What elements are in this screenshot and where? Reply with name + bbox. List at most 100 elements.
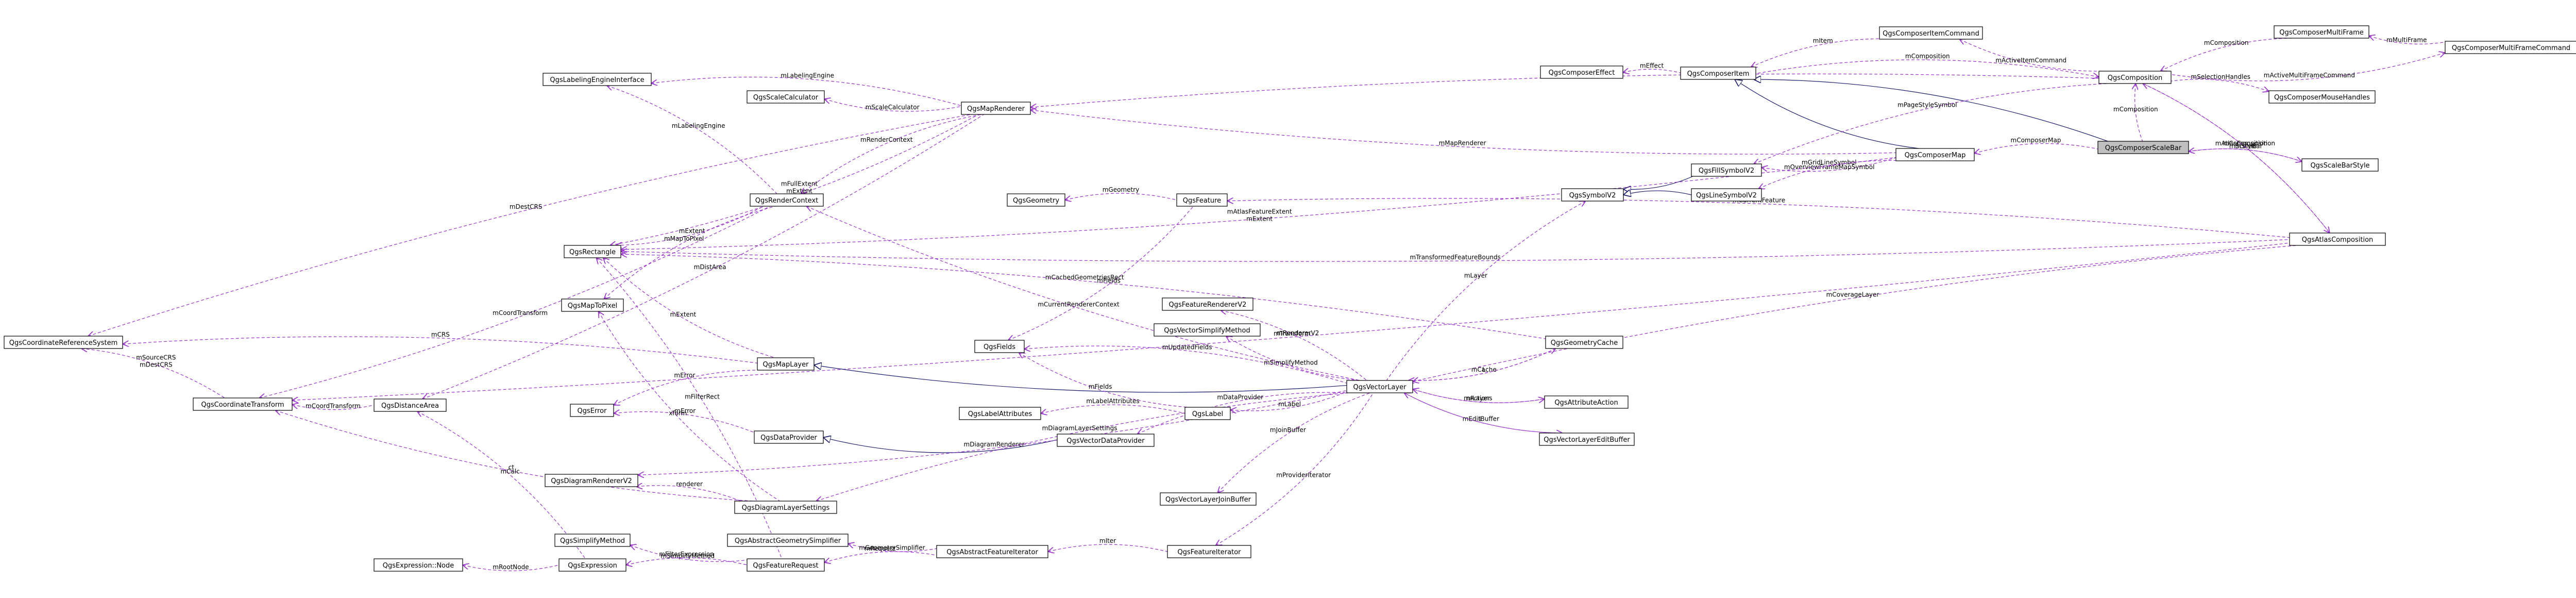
edge-label: mFields <box>1097 277 1121 285</box>
class-box <box>2098 71 2172 84</box>
class-node-abstractiterator[interactable]: QgsAbstractFeatureIterator <box>936 545 1048 558</box>
class-node-vectordataprovider[interactable]: QgsVectorDataProvider <box>1057 434 1155 447</box>
class-node-effect[interactable]: QgsComposerEffect <box>1540 65 1623 79</box>
edge-symbol-to-linesymbol <box>1623 191 1692 195</box>
class-node-maprenderer[interactable]: QgsMapRenderer <box>961 102 1031 115</box>
class-node-vectorsimplifymethod[interactable]: QgsVectorSimplifyMethod <box>1154 323 1261 337</box>
edge-label: mUpdatedFields <box>1162 343 1212 351</box>
class-node-maptopixel[interactable]: QgsMapToPixel <box>561 298 624 312</box>
class-node-mousehandles[interactable]: QgsComposerMouseHandles <box>2268 90 2376 104</box>
edge-composition-to-composeritem: mComposition <box>1755 53 2099 77</box>
edge-multiframecommand-to-composition: mActiveMultiFrameCommand <box>2171 53 2445 81</box>
class-node-composermap[interactable]: QgsComposerMap <box>1895 148 1975 161</box>
class-node-expression[interactable]: QgsExpression <box>558 558 626 572</box>
edge-composition-to-scalebar: mComposition <box>2113 84 2158 142</box>
edge-line <box>1030 110 1896 155</box>
edge-fillsymbol-to-composition: mPageStyleSymbol <box>1754 83 2108 164</box>
class-node-geometry[interactable]: QgsGeometry <box>1007 193 1065 207</box>
class-name: QgsDiagramRendererV2 <box>551 477 632 485</box>
edge-line <box>422 114 984 399</box>
class-node-simplifymethod[interactable]: QgsSimplifyMethod <box>554 534 631 547</box>
class-node-scalecalc[interactable]: QgsScaleCalculator <box>747 90 825 104</box>
class-node-distancearea[interactable]: QgsDistanceArea <box>374 398 447 412</box>
class-name: QgsLabel <box>1192 410 1223 418</box>
edge-feature-to-atlas: mCurrentFeature <box>1227 196 2290 238</box>
class-node-scalebar[interactable]: QgsComposerScaleBar <box>2097 141 2189 154</box>
class-node-scalebarstyle[interactable]: QgsScaleBarStyle <box>2301 158 2379 172</box>
class-node-fields[interactable]: QgsFields <box>974 340 1025 353</box>
class-box <box>1057 434 1155 447</box>
class-node-label[interactable]: QgsLabel <box>1184 407 1231 420</box>
class-node-itemcommand[interactable]: QgsComposerItemCommand <box>1879 26 1983 40</box>
edge-line <box>2171 79 2269 92</box>
edge-label: mActiveMultiFrameCommand <box>2264 72 2355 79</box>
class-node-expressionnode[interactable]: QgsExpression::Node <box>374 558 463 572</box>
edge-label: mJoinBuffer <box>1270 426 1306 434</box>
class-name: QgsCoordinateTransform <box>201 401 284 409</box>
edge-label: mFilterRect <box>685 393 720 400</box>
edge-rendercontext-to-maprenderer: mRenderContext <box>801 114 982 194</box>
class-node-labelattributes[interactable]: QgsLabelAttributes <box>959 407 1041 420</box>
class-node-maplayer[interactable]: QgsMapLayer <box>757 357 815 371</box>
edge-vectorlayer-to-geometrycache: L <box>1408 348 1556 380</box>
edge-geometrycache-to-vectorlayer: mCache <box>1408 348 1555 381</box>
class-name: QgsLineSymbolV2 <box>1696 192 1757 200</box>
edge-rectangle-to-maprenderer: mFullExtentmExtentmLastExtent <box>610 114 979 245</box>
class-name: QgsMapToPixel <box>568 302 617 310</box>
class-node-feature[interactable]: QgsFeature <box>1176 193 1228 207</box>
edge-label: mExtent <box>670 311 696 318</box>
edge-line <box>823 438 1058 453</box>
class-node-labelingengine[interactable]: QgsLabelingEngineInterface <box>543 73 652 86</box>
class-node-composition[interactable]: QgsComposition <box>2098 71 2172 84</box>
class-name: QgsVectorLayer <box>1353 384 1407 391</box>
edge-line <box>1751 38 1899 67</box>
edge-geomsimplifier-to-abstractiterator: mGeometrySimplifier <box>848 543 937 552</box>
class-node-geomsimplifier[interactable]: QgsAbstractGeometrySimplifier <box>727 534 849 547</box>
edge-label: mSimplifyMethod <box>1264 359 1318 367</box>
edge-abstractiterator-to-featureiterator: mIter <box>1048 537 1168 552</box>
edge-label: mCRS <box>431 331 450 338</box>
class-node-attributeaction[interactable]: QgsAttributeAction <box>1544 395 1629 409</box>
class-node-dataprovider[interactable]: QgsDataProvider <box>754 430 824 444</box>
class-node-editbuffer[interactable]: QgsVectorLayerEditBuffer <box>1539 433 1635 446</box>
class-node-linesymbol[interactable]: QgsLineSymbolV2 <box>1691 188 1762 202</box>
class-node-multiframecommand[interactable]: QgsComposerMultiFrameCommand <box>2445 41 2576 54</box>
class-node-rendercontext[interactable]: QgsRenderContext <box>750 193 824 207</box>
class-node-symbol[interactable]: QgsSymbolV2 <box>1561 188 1624 202</box>
class-node-diagramlayersettings[interactable]: QgsDiagramLayerSettings <box>734 501 837 514</box>
class-node-coordtransform[interactable]: QgsCoordinateTransform <box>193 397 293 411</box>
class-node-featurerequest[interactable]: QgsFeatureRequest <box>747 558 825 572</box>
edge-vectorlayer-to-atlas: mCoverageLayer <box>1413 245 2298 381</box>
edge-line <box>1413 245 2298 381</box>
class-box <box>1007 193 1065 207</box>
edge-label: mComposition <box>2204 39 2249 46</box>
class-node-multiframe[interactable]: QgsComposerMultiFrame <box>2274 25 2369 39</box>
class-node-rectangle[interactable]: QgsRectangle <box>564 245 621 258</box>
edge-joinbuffer-to-vectorlayer: mJoinBuffer <box>1217 392 1370 493</box>
class-node-composeritem[interactable]: QgsComposerItem <box>1680 67 1756 80</box>
class-node-error[interactable]: QgsError <box>570 404 614 417</box>
edge-line <box>1413 389 1545 403</box>
class-name: QgsVectorLayerJoinBuffer <box>1165 496 1251 504</box>
class-name: QgsAtlasComposition <box>2302 236 2374 244</box>
edge-line <box>1959 39 2107 72</box>
class-node-featurerendererv2[interactable]: QgsFeatureRendererV2 <box>1162 297 1253 311</box>
edge-line <box>621 239 2290 262</box>
edge-label: mGridLineSymbol <box>1802 159 1857 166</box>
class-box <box>1545 336 1623 349</box>
class-node-geometrycache[interactable]: QgsGeometryCache <box>1545 336 1623 349</box>
class-node-atlas[interactable]: QgsAtlasComposition <box>2289 232 2386 246</box>
edge-line <box>292 242 2290 400</box>
class-node-joinbuffer[interactable]: QgsVectorLayerJoinBuffer <box>1160 492 1257 506</box>
edge-line <box>259 206 771 398</box>
class-box <box>734 501 837 514</box>
edge-label: mSelectionHandles <box>2191 73 2250 80</box>
edge-label: mProviderIterator <box>1276 471 1331 478</box>
class-node-vectorlayer[interactable]: QgsVectorLayer <box>1346 380 1413 393</box>
class-node-fillsymbol[interactable]: QgsFillSymbolV2 <box>1691 163 1762 177</box>
class-node-crs[interactable]: QgsCoordinateReferenceSystem <box>4 336 123 349</box>
class-node-featureiterator[interactable]: QgsFeatureIterator <box>1167 545 1251 558</box>
class-node-diagramrenderer[interactable]: QgsDiagramRendererV2 <box>545 474 638 487</box>
edge-multiframe-to-multiframecommand: mMultiFrame <box>2369 36 2446 45</box>
